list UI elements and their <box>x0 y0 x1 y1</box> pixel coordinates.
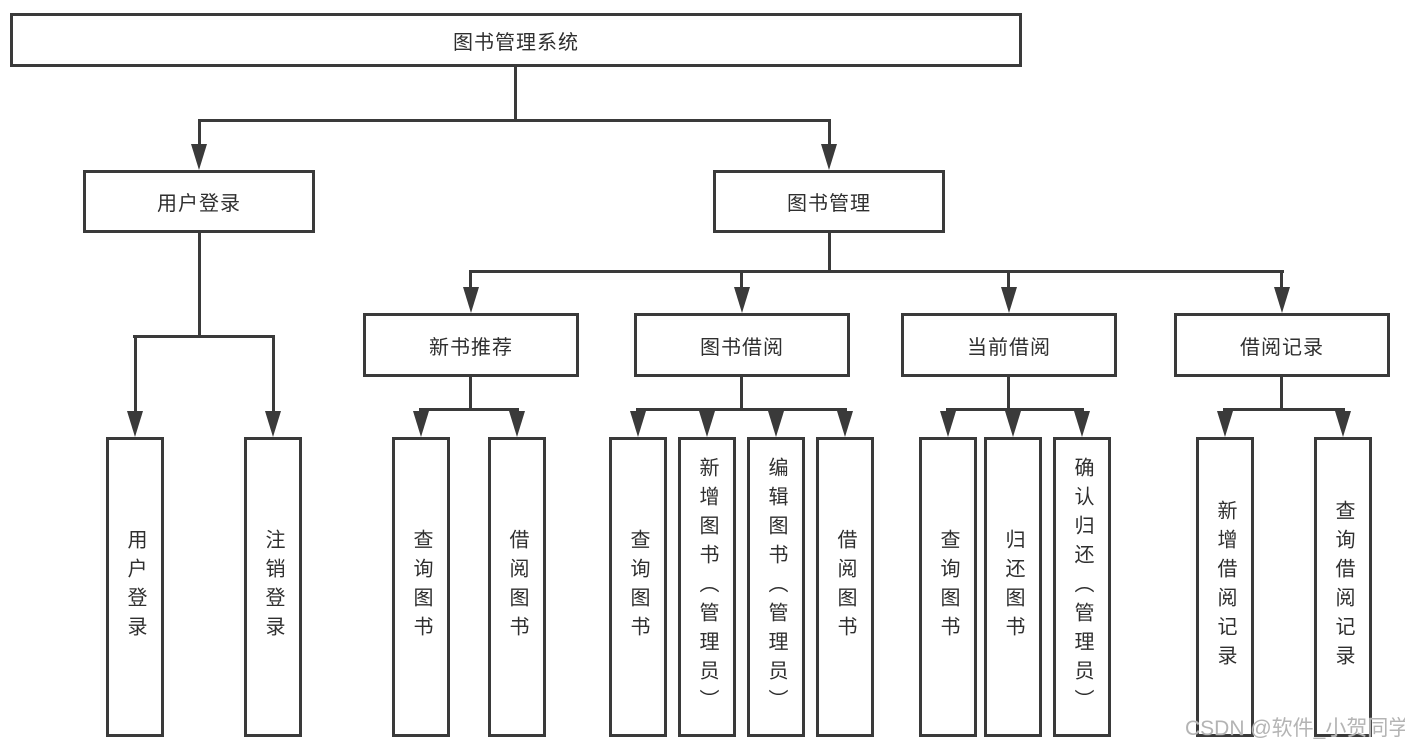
node-user-login-label: 用户登录 <box>157 193 241 215</box>
connector-current-borrow-bar <box>946 408 1084 411</box>
leaf-nb-borrow-books-label: 借阅图书 <box>506 529 528 645</box>
connector-to-borrow-records <box>1280 270 1283 289</box>
leaf-cb-query-books: 查询图书 <box>919 437 977 737</box>
leaf-user-login: 用户登录 <box>106 437 164 737</box>
arrowhead-br-add <box>1217 411 1233 437</box>
connector-book-borrow-bar <box>636 408 847 411</box>
arrowhead-cb-confirm <box>1074 411 1090 437</box>
node-book-borrow-label: 图书借阅 <box>700 336 784 359</box>
arrowhead-cb-return <box>1005 411 1021 437</box>
csdn-watermark: CSDN @软件_小贺同学 <box>1185 717 1405 740</box>
node-borrow-records-label: 借阅记录 <box>1240 336 1324 359</box>
node-root: 图书管理系统 <box>10 13 1022 67</box>
arrowhead-bb-add <box>699 411 715 437</box>
node-borrow-records: 借阅记录 <box>1174 313 1390 377</box>
leaf-br-add-record-label: 新增借阅记录 <box>1214 500 1236 674</box>
leaf-bb-query-books-label: 查询图书 <box>627 529 649 645</box>
leaf-bb-borrow-books: 借阅图书 <box>816 437 874 737</box>
leaf-nb-borrow-books: 借阅图书 <box>488 437 546 737</box>
node-current-borrow: 当前借阅 <box>901 313 1117 377</box>
node-book-management: 图书管理 <box>713 170 945 233</box>
connector-user-login-bar <box>133 335 275 338</box>
leaf-bb-edit-books-admin-label: 编辑图书（管理员） <box>765 456 787 718</box>
leaf-cb-confirm-return-admin: 确认归还（管理员） <box>1053 437 1111 737</box>
connector-to-book-mgmt <box>828 119 831 146</box>
leaf-nb-query-books-label: 查询图书 <box>410 529 432 645</box>
leaf-cb-confirm-return-admin-label: 确认归还（管理员） <box>1071 456 1093 718</box>
node-book-management-label: 图书管理 <box>787 193 871 215</box>
arrowhead-nb-borrow <box>509 411 525 437</box>
connector-root-stem <box>514 67 517 122</box>
arrowhead-current-borrow <box>1001 287 1017 313</box>
arrowhead-user-login <box>191 144 207 170</box>
arrowhead-leaf-logout <box>265 411 281 437</box>
leaf-logout-label: 注销登录 <box>262 529 284 645</box>
connector-to-current-borrow <box>1007 270 1010 289</box>
node-user-login: 用户登录 <box>83 170 315 233</box>
leaf-bb-borrow-books-label: 借阅图书 <box>834 529 856 645</box>
arrowhead-bb-query <box>630 411 646 437</box>
leaf-cb-query-books-label: 查询图书 <box>937 529 959 645</box>
connector-book-borrow-stem <box>740 377 743 410</box>
node-new-book-recommend: 新书推荐 <box>363 313 579 377</box>
arrowhead-borrow-records <box>1274 287 1290 313</box>
arrowhead-br-query <box>1335 411 1351 437</box>
node-book-borrow: 图书借阅 <box>634 313 850 377</box>
connector-to-book-borrow <box>740 270 743 289</box>
node-new-book-recommend-label: 新书推荐 <box>429 336 513 359</box>
arrowhead-book-mgmt <box>821 144 837 170</box>
arrowhead-bb-edit <box>768 411 784 437</box>
connector-borrow-records-stem <box>1280 377 1283 410</box>
connector-new-book-stem <box>469 377 472 410</box>
leaf-br-add-record: 新增借阅记录 <box>1196 437 1254 737</box>
arrowhead-book-borrow <box>734 287 750 313</box>
arrowhead-cb-query <box>940 411 956 437</box>
connector-to-user-login <box>198 119 201 146</box>
connector-to-leaf-logout <box>272 335 275 414</box>
connector-borrow-records-bar <box>1223 408 1345 411</box>
leaf-br-query-record-label: 查询借阅记录 <box>1332 500 1354 674</box>
leaf-nb-query-books: 查询图书 <box>392 437 450 737</box>
connector-book-mgmt-stem <box>828 233 831 273</box>
leaf-bb-query-books: 查询图书 <box>609 437 667 737</box>
leaf-br-query-record: 查询借阅记录 <box>1314 437 1372 737</box>
leaf-logout: 注销登录 <box>244 437 302 737</box>
node-root-label: 图书管理系统 <box>453 31 579 54</box>
arrowhead-nb-query <box>413 411 429 437</box>
leaf-bb-add-books-admin-label: 新增图书（管理员） <box>696 456 718 718</box>
connector-level3-bar <box>469 270 1284 273</box>
leaf-cb-return-books-label: 归还图书 <box>1002 529 1024 645</box>
connector-to-new-book <box>469 270 472 289</box>
connector-user-login-stem <box>198 233 201 337</box>
leaf-bb-add-books-admin: 新增图书（管理员） <box>678 437 736 737</box>
arrowhead-new-book <box>463 287 479 313</box>
connector-new-book-bar <box>419 408 519 411</box>
leaf-cb-return-books: 归还图书 <box>984 437 1042 737</box>
connector-current-borrow-stem <box>1007 377 1010 410</box>
leaf-user-login-label: 用户登录 <box>124 529 146 645</box>
connector-to-leaf-login <box>134 335 137 414</box>
connector-level1-bar <box>198 119 831 122</box>
arrowhead-leaf-login <box>127 411 143 437</box>
arrowhead-bb-borrow <box>837 411 853 437</box>
leaf-bb-edit-books-admin: 编辑图书（管理员） <box>747 437 805 737</box>
node-current-borrow-label: 当前借阅 <box>967 336 1051 359</box>
